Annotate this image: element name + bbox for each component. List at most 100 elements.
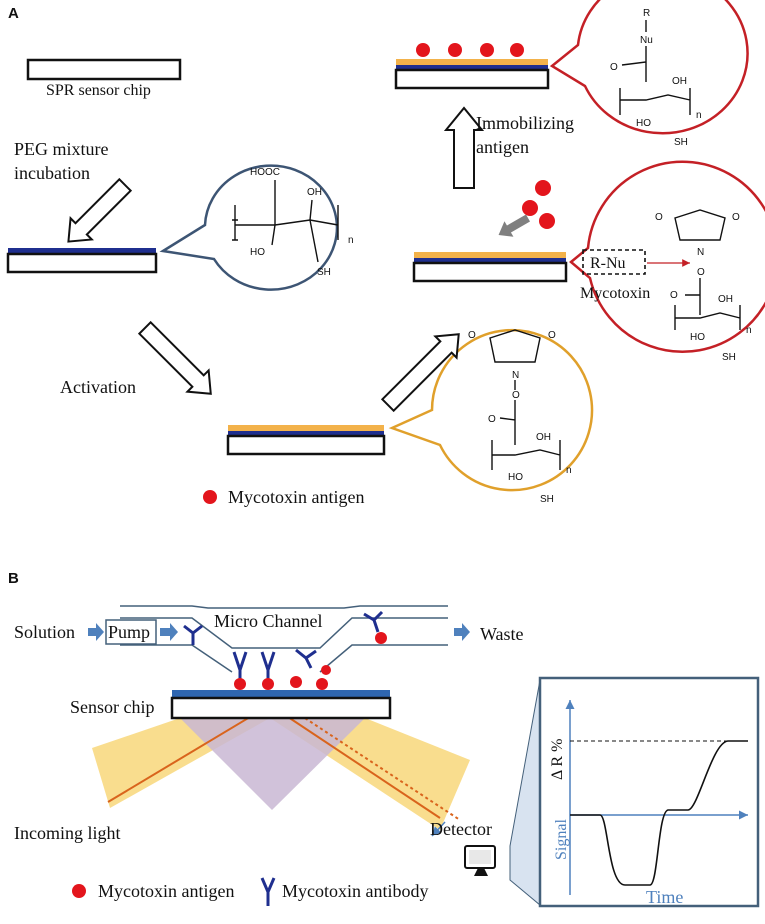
nhs-ester-bubble: O O N O O n HO OH SH (388, 328, 594, 505)
chem-n-2: n (566, 465, 572, 476)
sensor-chip-gold-layer (172, 690, 390, 698)
pump-out-arrow (160, 623, 178, 641)
chem-ho-2: HO (508, 472, 523, 483)
micro-channel-top-wall (120, 605, 448, 609)
solution-label: Solution (14, 622, 75, 642)
chem-o-7: O (697, 267, 705, 278)
mycotoxin-dot (539, 213, 555, 229)
panel-a-letter: A (8, 5, 19, 22)
peg-label-line2: incubation (14, 163, 90, 183)
activation-label: Activation (60, 377, 136, 397)
arrow-peg-step (67, 177, 133, 243)
legend-antigen-label-b: Mycotoxin antigen (98, 881, 234, 901)
chem-oh: OH (307, 187, 322, 198)
immobilized-antigen (448, 43, 462, 57)
mycotoxin-label: Mycotoxin (580, 285, 650, 302)
zoom-projection (509, 679, 541, 907)
immobilizing-label-line1: Immobilizing (476, 113, 574, 133)
monitor-icon (464, 845, 496, 876)
chem-o-8: O (670, 290, 678, 301)
arrow-to-coupling (380, 333, 460, 413)
chem-ho: HO (250, 247, 265, 258)
incoming-beam (107, 704, 271, 803)
chem-n-3: n (746, 325, 752, 336)
chem-o-4: O (488, 414, 496, 425)
detector-pointer (431, 821, 446, 837)
waste-arrow (454, 623, 470, 641)
detector-label: Detector (430, 819, 492, 839)
immobilized-antigen (480, 43, 494, 57)
waste-label: Waste (480, 624, 524, 644)
chem-r: R (643, 8, 650, 19)
chem-hooc: HOOC (250, 167, 280, 178)
coupling-reaction-bubble: R-Nu Mycotoxin O O N O O n HO OH SH (569, 160, 765, 363)
solution-arrow (88, 623, 104, 641)
antigen-chip (394, 43, 550, 90)
chem-oh-3: OH (718, 294, 733, 305)
micro-channel-lower-inner (120, 644, 448, 673)
micro-channel-label: Micro Channel (214, 611, 322, 631)
bound-antibody (260, 651, 276, 682)
chip-antigen (262, 678, 274, 690)
chem-n-4: n (696, 110, 702, 121)
arrow-immobilizing (443, 106, 485, 189)
chip-antigen (321, 665, 331, 675)
chem-sh-2: SH (540, 494, 554, 505)
delta-r-label: Δ R % (549, 739, 566, 780)
prism (180, 718, 365, 810)
chem-n-red: N (697, 247, 704, 258)
free-antibody (183, 624, 203, 645)
immobilized-structure-bubble: R Nu O n HO OH SH (549, 0, 749, 148)
chem-ho-3: HO (690, 332, 705, 343)
bare-sensor-chip (26, 58, 182, 81)
peg-label-line1: PEG mixture (14, 139, 109, 159)
mycotoxin-dot (522, 200, 538, 216)
legend-antigen-dot (203, 490, 217, 504)
chem-oh-2: OH (536, 432, 551, 443)
chip-antigen (290, 676, 302, 688)
r-nu-label: R-Nu (590, 255, 626, 272)
chem-ho-4: HO (636, 118, 651, 129)
legend-antigen-label: Mycotoxin antigen (228, 487, 364, 507)
chem-n: n (348, 235, 354, 246)
coupling-chip (412, 252, 568, 283)
immobilizing-label-line2: antigen (476, 137, 529, 157)
sensorgram-graph: Δ R % Signal Time (538, 676, 760, 908)
signal-axis-label: Signal (553, 819, 570, 860)
panel-b: B Micro Channel Solution Pump Waste (8, 570, 760, 908)
sensor-chip-body (170, 696, 392, 720)
activated-chip (226, 425, 386, 456)
signal-curve (570, 740, 748, 886)
incoming-light-label: Incoming light (14, 823, 121, 843)
sensor-chip-label: Sensor chip (70, 697, 155, 717)
peg-coated-chip (6, 248, 158, 274)
free-antibody (363, 610, 384, 633)
time-axis-label: Time (646, 887, 683, 907)
chem-o-3: O (512, 390, 520, 401)
chem-oh-4: OH (672, 76, 687, 87)
legend-antibody-label: Mycotoxin antibody (282, 881, 429, 901)
chem-sh: SH (317, 267, 331, 278)
chem-o-6: O (732, 212, 740, 223)
arrow-activation (137, 320, 212, 395)
legend-antigen-dot-b (72, 884, 86, 898)
chem-sh-3: SH (722, 352, 736, 363)
r-nu-box (582, 249, 646, 275)
chip-antigen (234, 678, 246, 690)
shifted-beam (284, 704, 461, 821)
legend-antibody-icon (260, 877, 276, 906)
spr-sensor-chip-label: SPR sensor chip (46, 82, 151, 99)
panel-a: A SPR sensor chip PEG mixture incubation… (6, 0, 765, 507)
chip-antigen (316, 678, 328, 690)
panel-b-letter: B (8, 570, 19, 587)
peg-structure-bubble: HOOC OH HO SH n (159, 164, 354, 291)
mycotoxin-dot (535, 180, 551, 196)
chem-sh-4: SH (674, 137, 688, 148)
grey-incoming-arrow (498, 214, 530, 237)
immobilized-antigen (416, 43, 430, 57)
bound-antibody (232, 651, 248, 682)
pump-label: Pump (108, 622, 150, 642)
chem-o-2: O (548, 330, 556, 341)
chem-o-5: O (655, 212, 663, 223)
